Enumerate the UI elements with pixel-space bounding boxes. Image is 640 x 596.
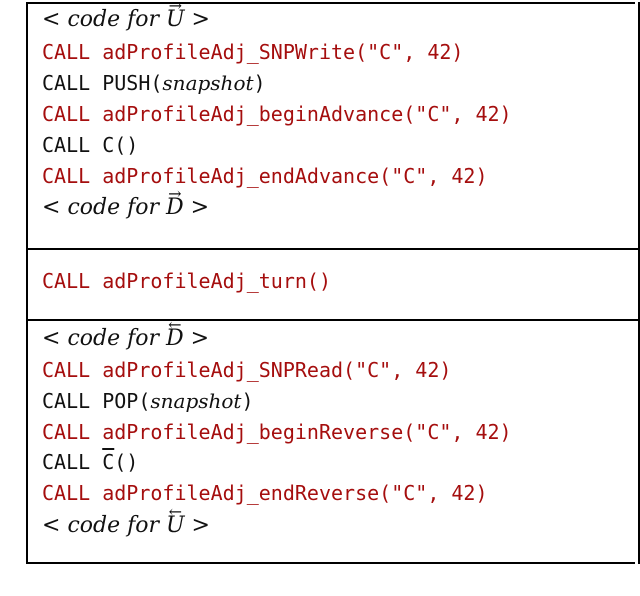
code-line-end-advance: CALL adProfileAdj_endAdvance("C", 42) xyxy=(42,164,488,188)
code-line-pop: CALL POP(snapshot) xyxy=(42,389,254,413)
code-figure-box xyxy=(26,2,635,564)
code-line-begin-reverse: CALL adProfileAdj_beginReverse("C", 42) xyxy=(42,420,512,444)
code-line-end-reverse: CALL adProfileAdj_endReverse("C", 42) xyxy=(42,481,488,505)
code-placeholder-backward-d: < code for D > xyxy=(42,313,209,351)
code-line-snpwrite: CALL adProfileAdj_SNPWrite("C", 42) xyxy=(42,40,464,64)
code-line-begin-advance: CALL adProfileAdj_beginAdvance("C", 42) xyxy=(42,102,512,126)
code-line-turn: CALL adProfileAdj_turn() xyxy=(42,269,331,293)
code-placeholder-forward-u: < code for U > xyxy=(42,0,210,32)
divider-turn-top xyxy=(26,248,640,250)
code-line-call-c: CALL C() xyxy=(42,133,139,157)
divider-turn-bottom xyxy=(26,319,640,321)
code-line-call-cbar: CALL C() xyxy=(42,450,139,474)
code-line-snpread: CALL adProfileAdj_SNPRead("C", 42) xyxy=(42,358,452,382)
code-line-push: CALL PUSH(snapshot) xyxy=(42,71,266,95)
code-placeholder-forward-d: < code for D > xyxy=(42,182,209,220)
box-right-border xyxy=(638,2,640,564)
code-placeholder-backward-u: < code for U > xyxy=(42,500,210,538)
